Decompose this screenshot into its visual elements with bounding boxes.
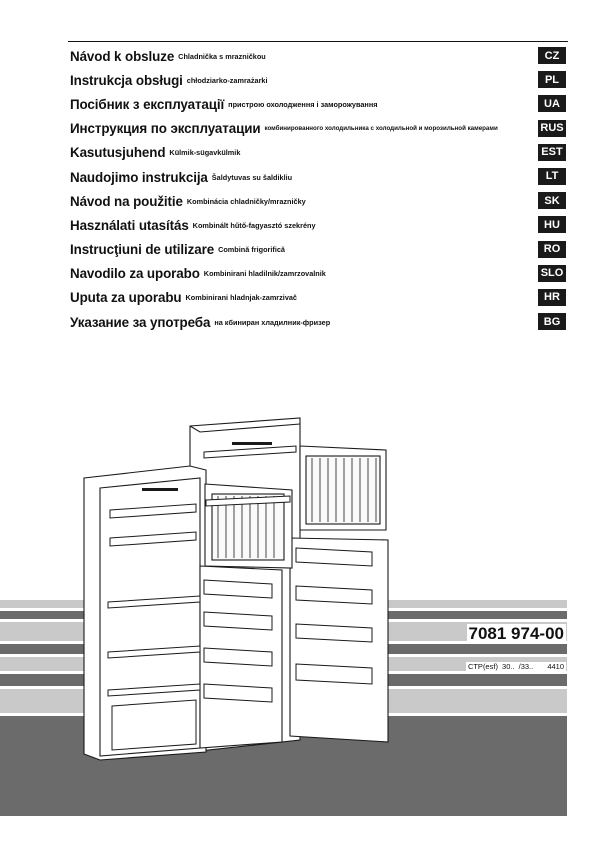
- language-row-ro: Instrucţiuni de utilizare Combină frigor…: [70, 238, 566, 262]
- language-code-badge: BG: [538, 313, 566, 331]
- language-title: Указание за употреба: [70, 314, 211, 330]
- language-code-badge: UA: [538, 95, 566, 113]
- language-title: Uputa za uporabu: [70, 290, 182, 306]
- language-title: Instrukcja obsługi: [70, 72, 183, 88]
- language-code-badge: RUS: [538, 119, 566, 137]
- language-code-badge: SLO: [538, 264, 566, 282]
- language-row-pl: Instrukcja obsługi chłodziarko-zamrażark…: [70, 68, 566, 92]
- language-subtitle: Combină frigorifică: [218, 245, 285, 255]
- product-number: 7081 974-00: [466, 624, 566, 644]
- language-row-slo: Navodilo za uporabo Kombinirani hladilni…: [70, 262, 566, 286]
- language-code-badge: SK: [538, 192, 566, 210]
- language-subtitle: Šaldytuvas su šaldikliu: [211, 172, 293, 182]
- language-subtitle: Kombinirani hladnjak-zamrzivač: [185, 293, 297, 303]
- language-row-bg: Указание за употреба на кбинирaн хладилн…: [70, 310, 566, 334]
- language-subtitle: пристрою охолодження і заморожування: [228, 99, 378, 109]
- language-code-badge: LT: [538, 167, 566, 185]
- language-title: Használati utasítás: [70, 217, 189, 233]
- language-row-cz: Návod k obsluze Chladnička s mrazničkou …: [70, 44, 566, 68]
- language-subtitle: Chladnička s mrazničkou: [178, 51, 266, 61]
- language-subtitle: комбинированного холодильника с холодиль…: [264, 125, 498, 133]
- language-title: Naudojimo instrukcija: [70, 169, 208, 185]
- language-row-hr: Uputa za uporabu Kombinirani hladnjak-za…: [70, 286, 566, 310]
- language-subtitle: Külmik-sügavkülmik: [169, 148, 241, 158]
- language-row-hu: Használati utasítás Kombinált hűtő-fagya…: [70, 213, 566, 237]
- language-code-badge: EST: [538, 143, 566, 161]
- model-code-line: CTP(esf) 30.. /33.. 4410: [465, 662, 566, 671]
- language-title: Instrucţiuni de utilizare: [70, 242, 215, 258]
- language-code-badge: RO: [538, 240, 566, 258]
- language-row-rus: Инструкция по эксплуатации комбинированн…: [70, 117, 566, 141]
- language-list: Návod k obsluze Chladnička s mrazničkou …: [70, 44, 566, 334]
- language-title: Kasutusjuhend: [70, 145, 166, 161]
- language-subtitle: на кбинирaн хладилник-фризер: [214, 317, 331, 327]
- language-subtitle: Kombinirani hladilnik/zamrzovalnik: [203, 269, 326, 279]
- language-title: Návod k obsluze: [70, 48, 175, 64]
- language-code-badge: PL: [538, 71, 566, 89]
- language-subtitle: chłodziarko-zamrażarki: [186, 75, 268, 85]
- model-suffix: 4410: [547, 662, 564, 671]
- language-code-badge: HR: [538, 288, 566, 306]
- language-code-badge: CZ: [538, 47, 566, 64]
- language-row-lt: Naudojimo instrukcija Šaldytuvas su šald…: [70, 165, 566, 189]
- language-row-ua: Посібник з експлуатації пристрою охолодж…: [70, 92, 566, 116]
- language-title: Посібник з експлуатації: [70, 96, 225, 112]
- language-row-sk: Návod na použitie Kombinácia chladničky/…: [70, 189, 566, 213]
- language-title: Návod na použitie: [70, 193, 183, 209]
- language-title: Navodilo za uporabo: [70, 266, 200, 282]
- language-code-badge: HU: [538, 216, 566, 234]
- language-subtitle: Kombinácia chladničky/mrazničky: [186, 196, 306, 206]
- language-title: Инструкция по эксплуатации: [70, 121, 261, 137]
- top-rule: [68, 41, 568, 42]
- language-row-est: Kasutusjuhend Külmik-sügavkülmik EST: [70, 141, 566, 165]
- language-subtitle: Kombinált hűtő-fagyasztó szekrény: [192, 220, 316, 230]
- model-code: CTP(esf) 30.. /33..: [467, 662, 534, 671]
